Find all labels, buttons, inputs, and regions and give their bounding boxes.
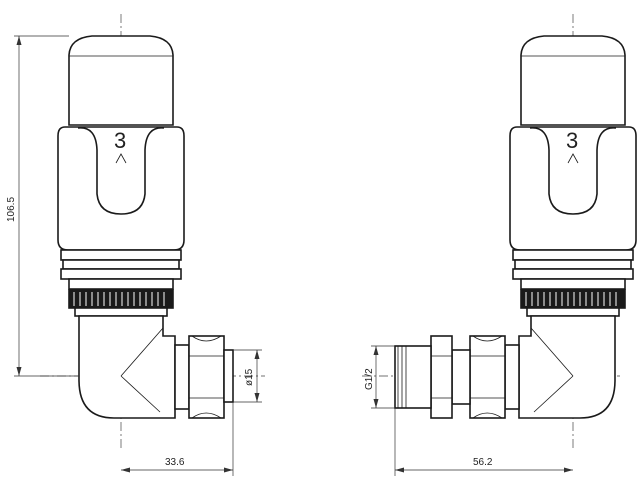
thread-size-label: G1/2 [364,368,375,390]
right-olive-collar [504,344,520,410]
left-olive-collar [174,344,190,410]
right-width-dimension-label: 56.2 [473,457,493,468]
left-ring-4 [68,278,174,290]
left-pipe-stub [223,349,234,403]
right-head-number: 3 [566,128,578,153]
left-head-number: 3 [114,128,126,153]
dimension-pipe-diameter: ø15 [233,349,262,403]
left-hex-nut [188,335,225,419]
left-valve: 3 [40,14,265,450]
dimension-thread: G1/2 [364,345,395,409]
dimension-right-width: 56.2 [394,408,573,476]
right-coupling-sleeve [451,349,471,405]
right-cap [520,35,626,126]
dimension-left-width: 33.6 [121,402,234,476]
right-ring-1 [512,249,634,261]
right-hex-nut-inner [430,335,453,419]
right-knurled-nut [520,289,626,309]
left-knurled-nut [68,289,174,309]
left-ring-3 [60,268,182,280]
left-head-marker [115,153,127,164]
right-ring-3 [512,268,634,280]
left-head-recess [77,127,165,215]
right-head-recess [529,127,617,215]
left-ring-2 [62,259,180,270]
right-valve: 3 [362,14,637,450]
right-ring-2 [514,259,632,270]
right-thread-lines [397,346,407,408]
pipe-diameter-label: ø15 [244,368,255,386]
left-ring-1 [60,249,182,261]
dimension-height: 106.5 [6,35,79,377]
height-dimension-label: 106.5 [6,197,17,222]
left-width-dimension-label: 33.6 [165,457,185,468]
left-cap [68,35,174,126]
right-threaded-tail [394,345,432,409]
right-ring-4 [520,278,626,290]
right-head-marker [567,153,579,164]
right-hex-nut-outer [469,335,506,419]
